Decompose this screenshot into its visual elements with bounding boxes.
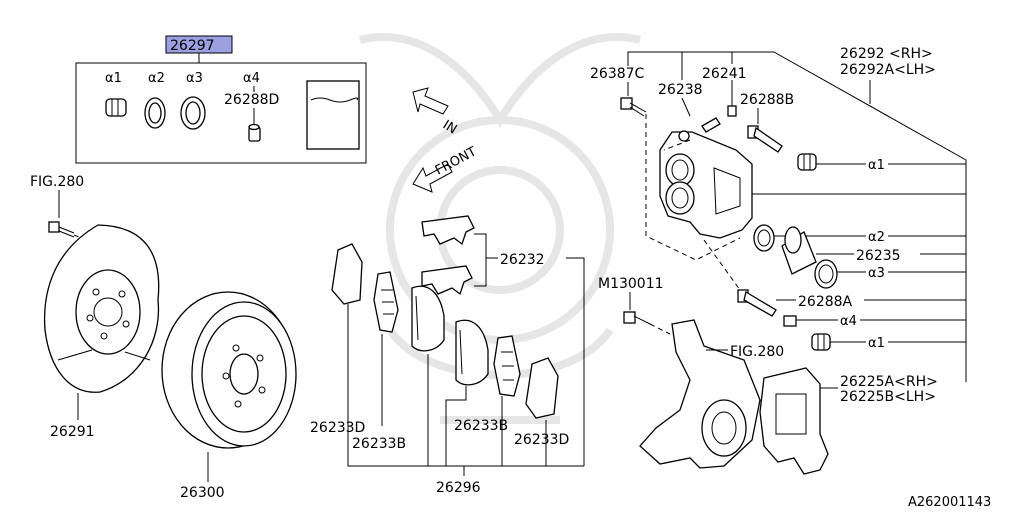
label-26225B-lh: 26225B<LH> (840, 389, 936, 405)
seal-a3-caliper-icon (814, 259, 838, 289)
label-26300: 26300 (180, 485, 225, 501)
steering-knuckle-fig280[interactable] (639, 319, 761, 469)
label-26288B: 26288B (740, 92, 794, 108)
caliper-support-26225A[interactable] (759, 367, 829, 475)
guide-pin-26288B-icon (747, 125, 783, 153)
diagram-id: A262001143 (908, 495, 991, 510)
label-a3-caliper: α3 (868, 266, 885, 281)
caliper-body-26292[interactable] (659, 130, 753, 239)
label-26297[interactable]: 26297 (170, 38, 215, 54)
label-26235: 26235 (856, 248, 901, 264)
label-26233D-left: 26233D (310, 420, 365, 436)
label-a1-caliper-upper: α1 (868, 158, 885, 173)
seal-a2-caliper-icon (753, 224, 775, 252)
seal-a2-icon (144, 97, 166, 129)
label-26288A: 26288A (798, 294, 853, 310)
pad-inner-left[interactable] (411, 285, 445, 352)
direction-front-arrow-icon (412, 163, 453, 193)
direction-in-arrow-icon (412, 87, 449, 115)
seal-a3-icon (180, 96, 206, 130)
shim-26233B-right[interactable] (493, 335, 521, 397)
shim-26233B-left[interactable] (373, 271, 399, 333)
label-26296: 26296 (436, 480, 481, 496)
mount-bolt-M130011-icon (623, 311, 651, 325)
bleeder-cap-26241-icon (727, 105, 737, 117)
pad-inner-right[interactable] (455, 319, 489, 386)
label-a2-caliper: α2 (868, 230, 885, 245)
label-a4-caliper: α4 (840, 314, 857, 329)
grease-packet-icon (306, 80, 360, 150)
label-a1-caliper-lower: α1 (868, 336, 885, 351)
boot-a1-icon (105, 98, 127, 117)
kit-26297-box (75, 62, 367, 164)
label-M130011: M130011 (598, 276, 664, 292)
label-26233B-left: 26233B (352, 436, 406, 452)
label-26238: 26238 (658, 82, 703, 98)
bushing-a4-icon (248, 123, 261, 142)
boot-a1-upper-icon (797, 153, 817, 171)
label-26233D-right: 26233D (514, 432, 569, 448)
bleeder-screw-26238-icon (701, 117, 721, 133)
boot-a1-lower-icon (811, 333, 831, 351)
direction-in-label: IN (440, 118, 459, 138)
label-26225A-rh: 26225A<RH> (840, 374, 938, 390)
label-26292-rh: 26292 <RH> (840, 46, 933, 62)
label-a3-kit: α3 (186, 71, 203, 86)
shim-26233D-left[interactable] (331, 243, 363, 305)
caliper-bolt-26387C-icon (620, 97, 647, 117)
label-26387C: 26387C (590, 66, 645, 82)
pad-clip-upper-icon (421, 215, 475, 246)
label-a2-kit: α2 (148, 71, 165, 86)
bushing-a4-caliper-icon (783, 315, 797, 327)
dust-shield-26291[interactable] (43, 224, 160, 393)
label-26241: 26241 (702, 66, 747, 82)
shim-26233D-right[interactable] (525, 357, 559, 419)
shield-bolt-icon (48, 221, 75, 238)
label-fig280-mid[interactable]: FIG.280 (730, 344, 784, 360)
label-26233B-right: 26233B (454, 418, 508, 434)
guide-pin-26288A-icon (737, 289, 777, 317)
label-26291: 26291 (50, 424, 95, 440)
label-fig280-top[interactable]: FIG.280 (30, 174, 84, 190)
label-26288D: 26288D (224, 92, 279, 108)
label-a4-kit: α4 (243, 71, 260, 86)
piston-26235[interactable] (781, 226, 817, 275)
pad-clip-lower-icon (421, 265, 473, 296)
brake-rotor-26300[interactable] (161, 291, 297, 449)
label-26292A-lh: 26292A<LH> (840, 62, 936, 78)
label-a1-kit: α1 (105, 71, 122, 86)
label-26232: 26232 (500, 252, 545, 268)
